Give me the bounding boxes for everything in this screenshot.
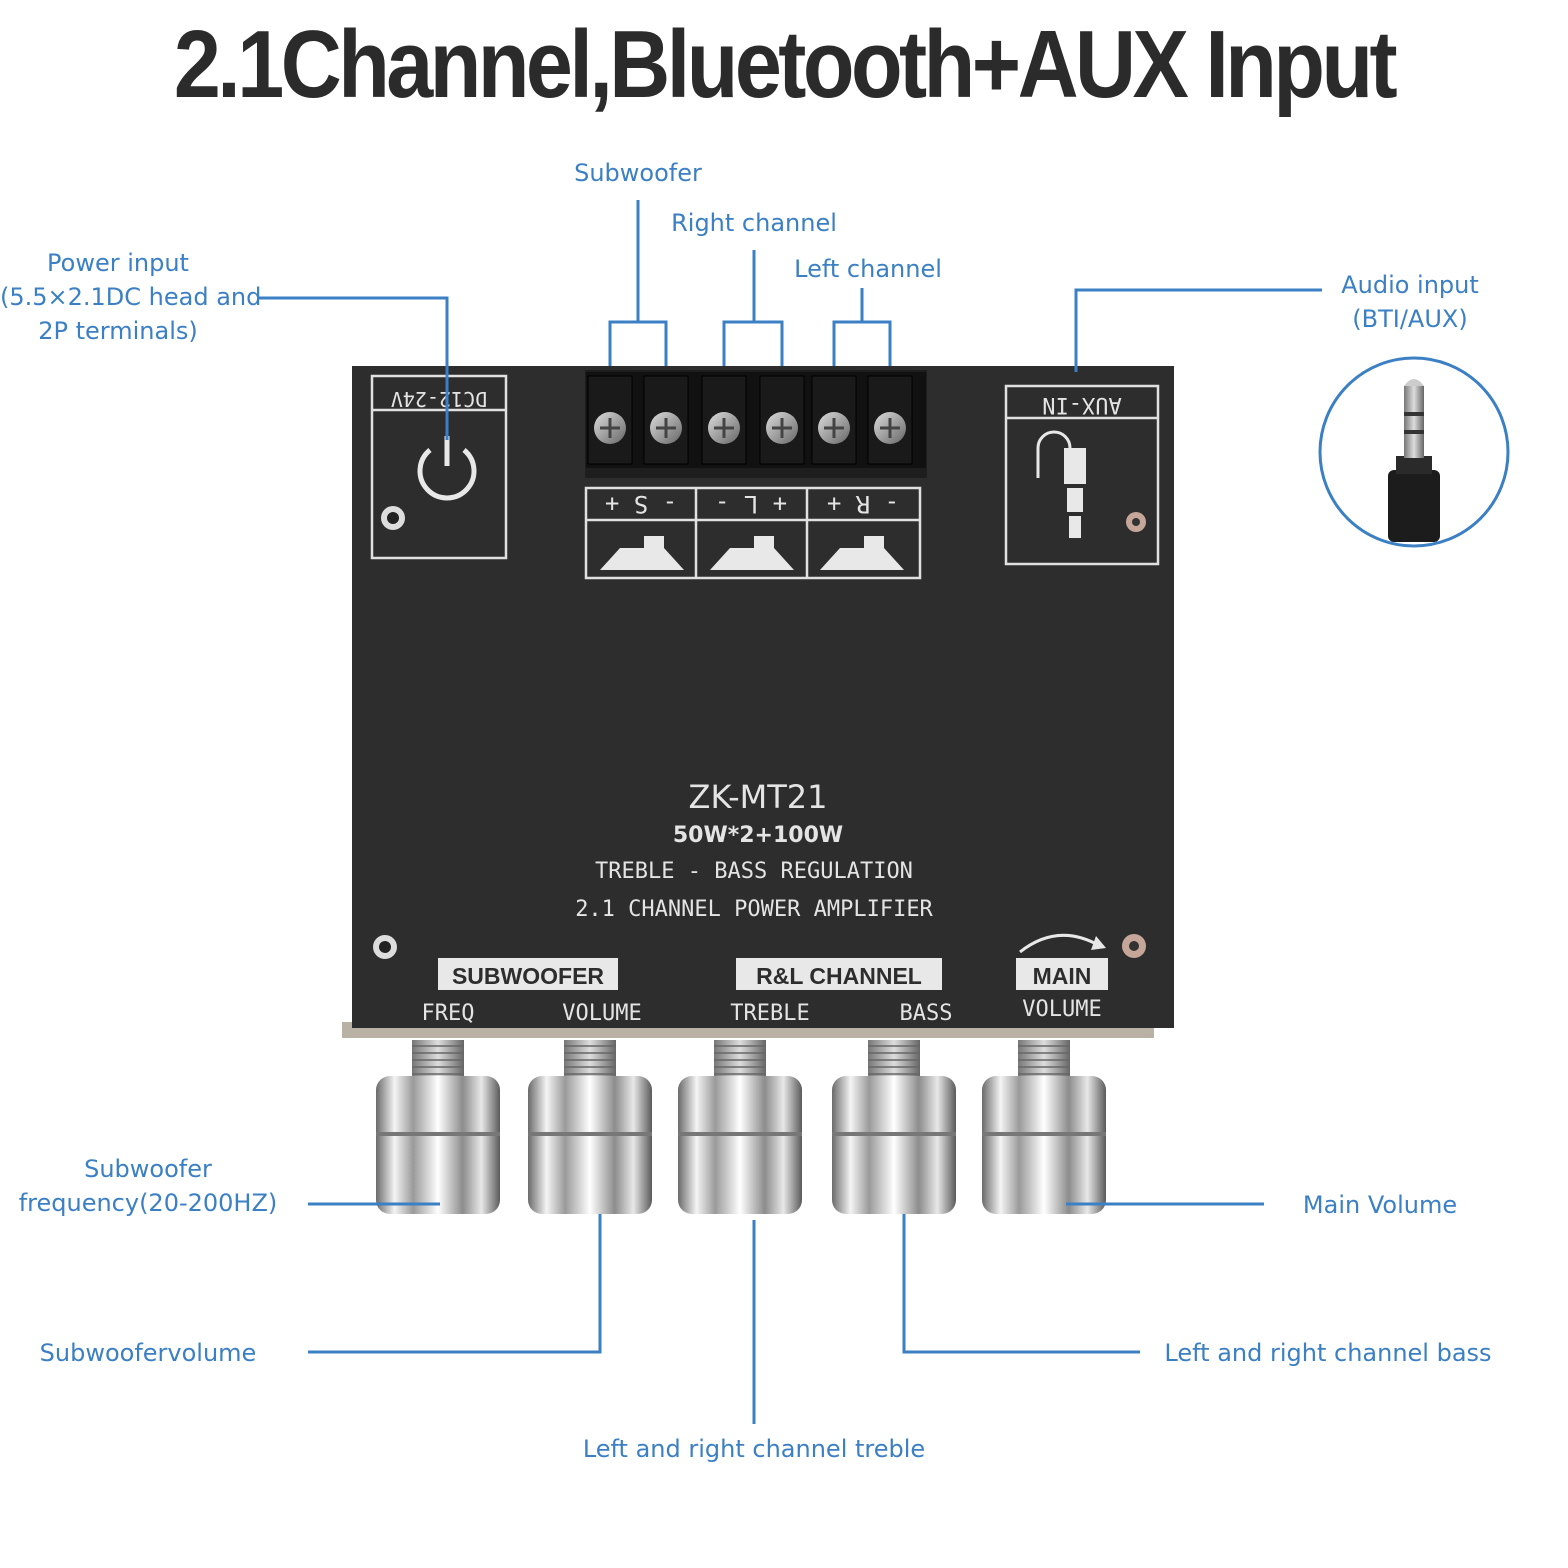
speaker-icon — [600, 536, 684, 570]
board-line-1: TREBLE - BASS REGULATION — [595, 859, 913, 884]
callout-lines — [258, 200, 1322, 1424]
terminal-s: - S + — [605, 490, 677, 518]
speaker-icon — [820, 536, 904, 570]
terminal-l: + L - — [715, 490, 787, 518]
aux-plug-icon — [1388, 379, 1440, 542]
knob-label-freq: FREQ — [422, 1001, 475, 1026]
knob-label-treble: TREBLE — [730, 1001, 809, 1026]
callout-lr-treble: Left and right channel treble — [582, 1435, 926, 1463]
group-rl-channel: R&L CHANNEL — [756, 963, 922, 989]
knob-label-bass: BASS — [900, 1001, 953, 1026]
aux-label: AUX-IN — [1042, 392, 1121, 417]
callout-left-channel: Left channel — [794, 255, 942, 283]
power-box — [370, 374, 508, 560]
callout-audio-input: Audio input (BTI/AUX) — [1341, 271, 1479, 333]
aux-box — [1004, 384, 1160, 566]
callout-subwoofer: Subwoofer — [574, 159, 702, 187]
terminal-r: - R + — [827, 490, 899, 518]
speaker-icon — [710, 536, 794, 570]
group-subwoofer: SUBWOOFER — [452, 963, 604, 989]
power-rating: 50W*2+100W — [673, 823, 843, 848]
knob-cap — [678, 1076, 802, 1214]
callout-right-channel: Right channel — [671, 209, 837, 237]
board-line-2: 2.1 CHANNEL POWER AMPLIFIER — [575, 897, 933, 922]
knob-cap — [832, 1076, 956, 1214]
rotate-arrow-icon — [1019, 933, 1101, 954]
page-title: 2.1Channel,Bluetooth+AUX Input — [173, 11, 1398, 118]
speaker-terminal-boxes: - S + + L - - R + — [584, 486, 922, 580]
callout-sub-frequency: Subwoofer frequency(20-200HZ) — [18, 1155, 278, 1217]
knob-label-volume: VOLUME — [562, 1001, 641, 1026]
jack-icon — [1036, 430, 1086, 538]
callout-lr-bass: Left and right channel bass — [1164, 1339, 1492, 1367]
model-name: ZK-MT21 — [689, 778, 828, 816]
knobs — [376, 1040, 1106, 1214]
power-icon — [417, 448, 477, 501]
terminal-screw-slot — [811, 375, 857, 465]
callout-sub-volume: Subwoofervolume — [39, 1339, 257, 1367]
group-main: MAIN — [1033, 963, 1092, 989]
terminal-block — [586, 372, 926, 468]
knob-cap — [528, 1076, 652, 1214]
terminal-screw-slot — [867, 375, 913, 465]
knob-label-main-volume: VOLUME — [1022, 997, 1101, 1022]
knob-cap — [376, 1076, 500, 1214]
callout-power-input: Power input (5.5×2.1DC head and 2P termi… — [0, 249, 262, 345]
callout-main-volume: Main Volume — [1302, 1191, 1458, 1219]
knob-cap — [982, 1076, 1106, 1214]
power-label: DC12-24V — [391, 387, 487, 411]
